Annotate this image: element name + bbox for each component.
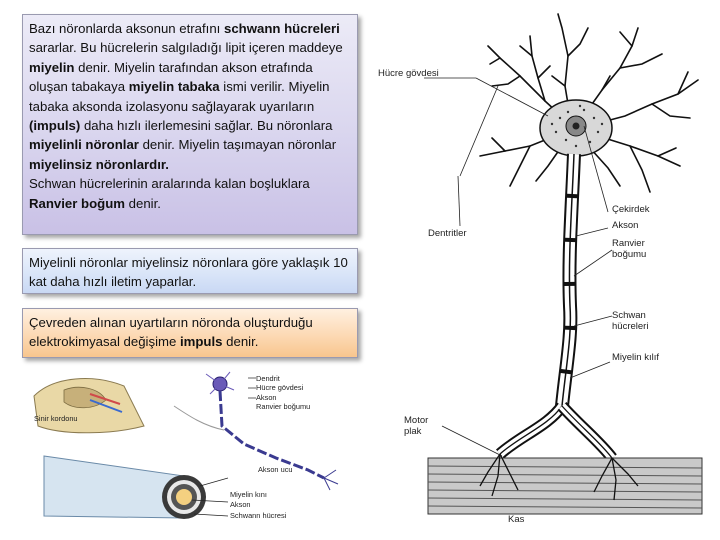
box1-text-segment: Schwan hücrelerinin aralarında kalan boş… (29, 176, 310, 191)
inset-label-myelin: Miyelin kını (230, 491, 267, 500)
box1-text-segment: denir. (125, 196, 161, 211)
box1-text-segment: (impuls) (29, 118, 80, 133)
label-schwann: Schwan hücreleri (612, 310, 670, 332)
box3-text-segment: Çevreden alınan uyartıların nöronda oluş… (29, 315, 313, 349)
box1-text-segment: miyelinli nöronlar (29, 137, 139, 152)
inset-label-cell-body: Hücre gövdesi (256, 384, 303, 393)
box1-text-segment: miyelin (29, 60, 74, 75)
text-box-impulse: Çevreden alınan uyartıların nöronda oluş… (22, 308, 358, 358)
box1-text-segment: schwann hücreleri (224, 21, 340, 36)
box1-text-segment: Ranvier boğum (29, 196, 125, 211)
label-dendrites: Dentritler (428, 228, 467, 239)
box1-text-segment: daha hızlı ilerlemesini sağlar. Bu nöron… (80, 118, 332, 133)
box1-text-segment: miyelinsiz nöronlardır. (29, 157, 169, 172)
box2-text-segment: Miyelinli nöronlar miyelinsiz nöronlara … (29, 255, 348, 289)
label-cell-body: Hücre gövdesi (378, 68, 439, 79)
inset-label-schwann: Schwann hücresi (230, 512, 286, 521)
box1-text-segment: Bazı nöronlarda aksonun etrafını (29, 21, 224, 36)
label-motor-plate: Motor plak (404, 415, 444, 437)
inset-label-ranvier: Ranvier boğumu (256, 403, 310, 412)
label-myelin: Miyelin kılıf (612, 352, 662, 363)
box1-text-segment: denir. Miyelin taşımayan nöronlar (139, 137, 336, 152)
inset-label-axon-2: Akson (230, 501, 251, 510)
box3-text-segment: denir. (222, 334, 258, 349)
label-axon: Akson (612, 220, 638, 231)
text-box-myelin: Bazı nöronlarda aksonun etrafını schwann… (22, 14, 358, 235)
inset-label-spinal-cord: Sinir kordonu (34, 415, 78, 424)
box1-text-segment: miyelin tabaka (129, 79, 220, 94)
label-muscle: Kas (508, 514, 524, 525)
box3-text-segment: impuls (180, 334, 223, 349)
label-nucleus: Çekirdek (612, 204, 650, 215)
inset-label-axon-end: Akson ucu (258, 466, 293, 475)
neuron-diagram (380, 6, 710, 536)
label-ranvier: Ranvier boğumu (612, 238, 676, 260)
inset-illustration (24, 366, 364, 534)
box1-text-segment: sararlar. Bu hücrelerin salgıladığı lipi… (29, 40, 343, 55)
text-box-speed: Miyelinli nöronlar miyelinsiz nöronlara … (22, 248, 358, 294)
